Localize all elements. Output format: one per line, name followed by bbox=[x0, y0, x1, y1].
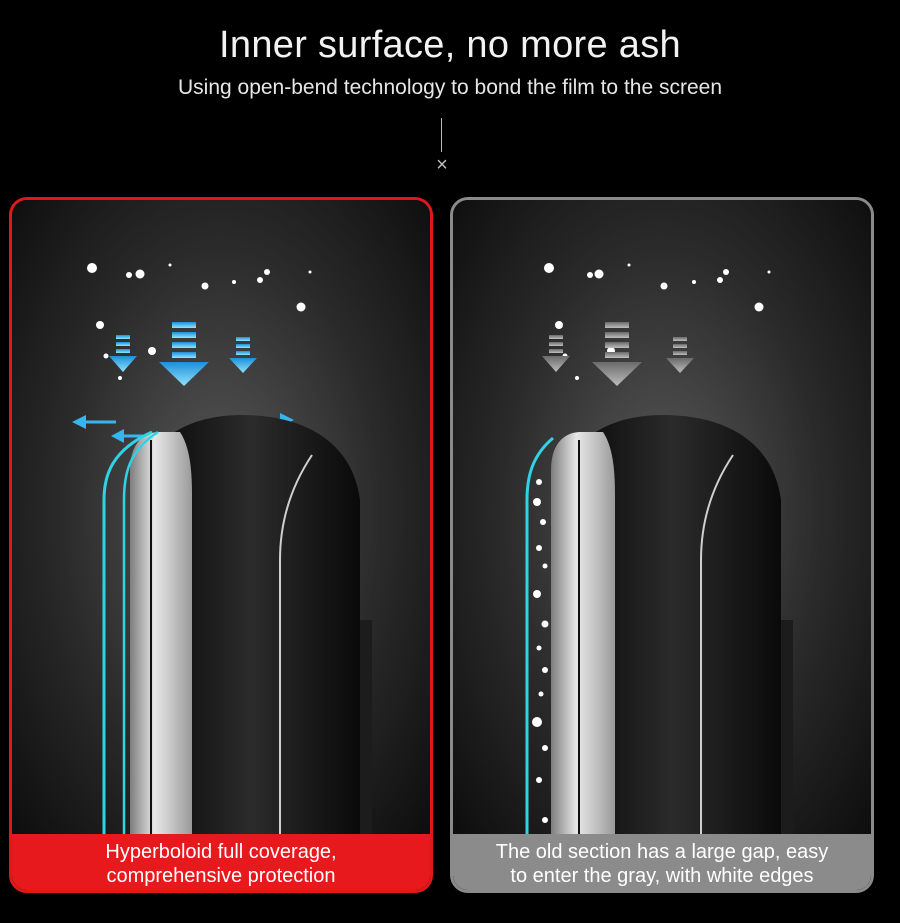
dust-particles bbox=[87, 263, 312, 380]
film-edge bbox=[525, 436, 554, 840]
dust-particles bbox=[544, 263, 771, 380]
watch-body bbox=[142, 415, 360, 840]
left-illustration bbox=[12, 200, 430, 890]
right-illustration bbox=[453, 200, 871, 890]
right-caption: The old section has a large gap, easy to… bbox=[453, 834, 871, 890]
close-icon: × bbox=[436, 154, 448, 176]
down-arrow-icon bbox=[109, 335, 137, 372]
gap-dust bbox=[532, 479, 549, 823]
divider-line bbox=[441, 118, 442, 152]
watch-screen bbox=[551, 432, 615, 840]
panel-old-section: The old section has a large gap, easy to… bbox=[450, 197, 874, 893]
watch-body bbox=[563, 415, 781, 840]
film-edge bbox=[102, 430, 153, 840]
right-caption-line1: The old section has a large gap, easy bbox=[495, 841, 829, 863]
right-caption-line2: to enter the gray, with white edges bbox=[510, 865, 814, 887]
left-caption-line1: Hyperboloid full coverage, bbox=[105, 841, 337, 863]
left-caption-line2: comprehensive protection bbox=[106, 865, 336, 887]
panel-hyperboloid: Hyperboloid full coverage, comprehensive… bbox=[9, 197, 433, 893]
down-arrow-icon bbox=[592, 322, 642, 386]
watch-screen bbox=[130, 432, 192, 840]
down-arrow-icon bbox=[542, 335, 570, 372]
down-arrow-icon bbox=[229, 337, 257, 373]
down-arrow-icon bbox=[666, 337, 694, 373]
left-caption: Hyperboloid full coverage, comprehensive… bbox=[12, 834, 430, 890]
down-arrow-icon bbox=[159, 322, 209, 386]
page-subtitle: Using open-bend technology to bond the f… bbox=[177, 76, 723, 99]
page-title: Inner surface, no more ash bbox=[219, 24, 681, 66]
